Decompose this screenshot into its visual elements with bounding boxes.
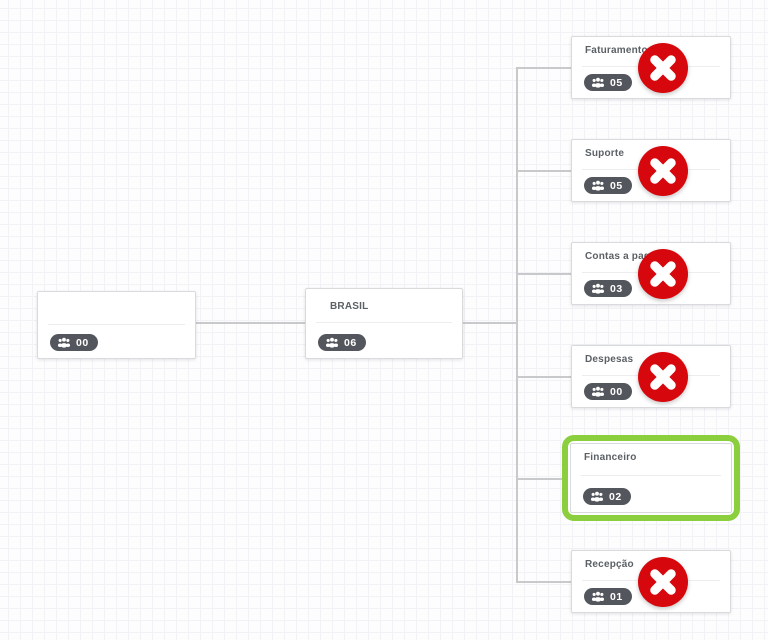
users-icon: [57, 337, 71, 348]
member-count: 00: [610, 385, 623, 398]
org-node-parent[interactable]: BRASIL 06: [305, 288, 463, 359]
delete-node-button[interactable]: [638, 351, 688, 402]
delete-node-button[interactable]: [638, 556, 688, 607]
divider: [48, 324, 185, 325]
close-icon: [638, 351, 688, 402]
node-title: Financeiro: [584, 452, 637, 463]
org-node-root[interactable]: 00: [37, 291, 196, 359]
member-count: 01: [610, 590, 623, 603]
delete-node-button[interactable]: [638, 42, 688, 93]
org-node-child[interactable]: Despesas 00: [571, 345, 731, 408]
member-count: 02: [609, 490, 622, 503]
node-title: Faturamento: [585, 45, 648, 56]
member-count: 05: [610, 179, 623, 192]
selected-node-highlight: Financeiro 02: [562, 435, 740, 521]
member-count: 06: [344, 336, 357, 349]
node-title: Recepção: [585, 559, 634, 570]
member-count-badge: 00: [584, 383, 632, 400]
divider: [316, 322, 452, 323]
users-icon: [325, 337, 339, 348]
users-icon: [591, 180, 605, 191]
users-icon: [591, 77, 605, 88]
member-count-badge: 03: [584, 280, 632, 297]
member-count-badge: 01: [584, 588, 632, 605]
connector-line: [517, 67, 571, 69]
member-count-badge: 05: [584, 177, 632, 194]
connector-line: [517, 273, 571, 275]
node-title: Contas a pagar: [585, 251, 661, 262]
member-count: 00: [76, 336, 89, 349]
users-icon: [590, 491, 604, 502]
node-title: Suporte: [585, 148, 625, 159]
users-icon: [591, 386, 605, 397]
connector-line: [517, 581, 571, 583]
node-title: BRASIL: [330, 301, 369, 312]
connector-line: [517, 376, 571, 378]
org-node-child[interactable]: Recepção 01: [571, 550, 731, 613]
member-count-badge: 05: [584, 74, 632, 91]
org-node-child[interactable]: Suporte 05: [571, 139, 731, 202]
member-count: 05: [610, 76, 623, 89]
org-node-child-selected[interactable]: Financeiro 02: [570, 443, 732, 513]
connector-line: [517, 478, 562, 480]
delete-node-button[interactable]: [638, 145, 688, 196]
close-icon: [638, 248, 688, 299]
connector-trunk-line: [516, 67, 518, 583]
users-icon: [591, 283, 605, 294]
divider: [581, 475, 721, 476]
org-node-child[interactable]: Contas a pagar 03: [571, 242, 731, 305]
member-count-badge: 00: [50, 334, 98, 351]
node-title: Despesas: [585, 354, 634, 365]
connector-line: [196, 322, 305, 324]
close-icon: [638, 42, 688, 93]
users-icon: [591, 591, 605, 602]
connector-line: [517, 170, 571, 172]
close-icon: [638, 145, 688, 196]
close-icon: [638, 556, 688, 607]
member-count-badge: 02: [583, 488, 631, 505]
org-node-child[interactable]: Faturamento 05: [571, 36, 731, 99]
member-count: 03: [610, 282, 623, 295]
delete-node-button[interactable]: [638, 248, 688, 299]
connector-line: [463, 322, 517, 324]
member-count-badge: 06: [318, 334, 366, 351]
